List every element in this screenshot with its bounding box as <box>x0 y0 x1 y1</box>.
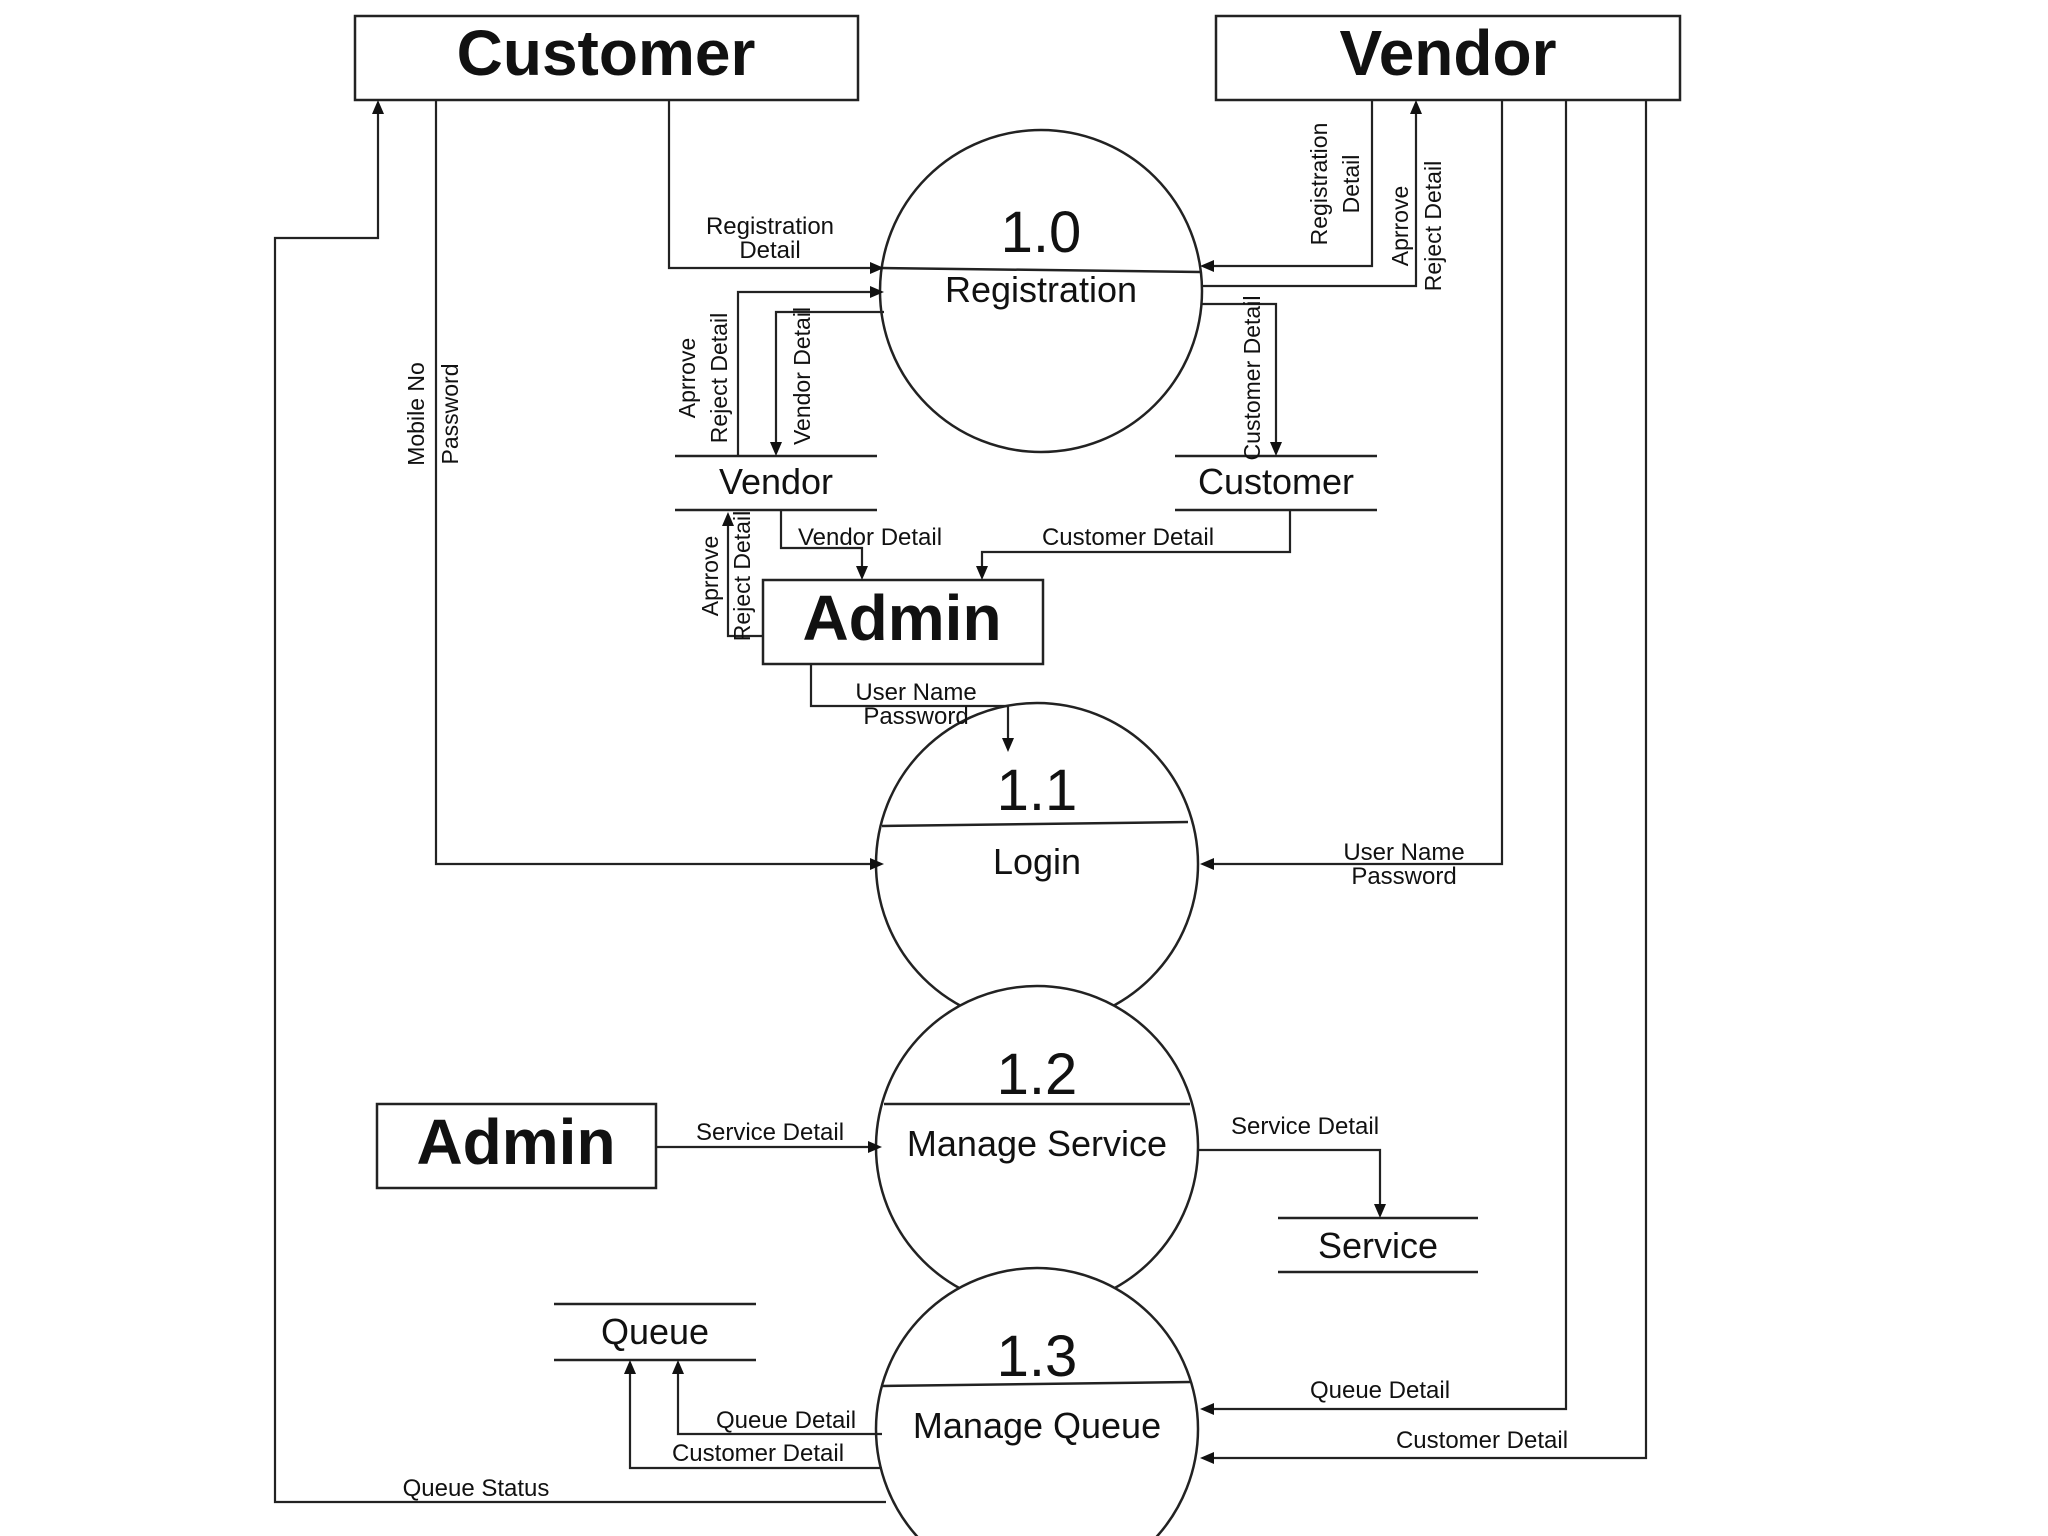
flow-admin-store-vendor: Aprrove Reject Detail <box>697 511 763 641</box>
store-customer-label: Customer <box>1198 461 1354 502</box>
arrowhead <box>672 1360 684 1374</box>
flow-label-line2: Password <box>437 364 463 465</box>
store-queue[interactable]: Queue <box>554 1302 756 1362</box>
arrowhead <box>1200 858 1214 870</box>
entity-customer-top[interactable]: Customer <box>353 14 860 102</box>
flow-label-line1: Mobile No <box>403 362 429 466</box>
flow-label-line2: Reject Detail <box>729 511 755 641</box>
entity-admin-mid-label: Admin <box>802 582 1001 654</box>
process-registration-name: Registration <box>945 269 1137 310</box>
arrowhead <box>770 442 782 456</box>
process-manage-service-name: Manage Service <box>907 1123 1167 1164</box>
process-login-name: Login <box>993 841 1081 882</box>
arrowhead <box>1270 442 1282 456</box>
flow-label: Customer Detail <box>1239 296 1265 461</box>
entity-customer-label: Customer <box>457 17 756 89</box>
process-manage-service-number: 1.2 <box>997 1042 1078 1107</box>
flow-manage-service-store: Service Detail <box>1198 1113 1386 1218</box>
arrowhead <box>1374 1204 1386 1218</box>
flow-label-line2: Detail <box>739 237 800 264</box>
flow-registration-vendor-approve: Aprrove Reject Detail <box>1202 100 1446 291</box>
flow-vendor-manage-queue-customer: Customer Detail <box>1200 100 1648 1464</box>
flow-label-line2: Password <box>863 703 968 730</box>
flow-manage-queue-customer-status: Queue Status <box>273 100 886 1504</box>
process-manage-service[interactable]: 1.2 Manage Service <box>874 984 1200 1310</box>
flow-label-line1: Aprrove <box>674 338 700 419</box>
flow-label-line1: Aprrove <box>697 536 723 617</box>
flow-store-vendor-registration: Aprrove Reject Detail <box>674 286 884 456</box>
flow-label: Queue Detail <box>716 1407 856 1434</box>
flow-label: Service Detail <box>1231 1113 1379 1140</box>
store-queue-label: Queue <box>601 1311 709 1352</box>
store-customer[interactable]: Customer <box>1175 454 1377 512</box>
flow-label-line1: Registration <box>1306 123 1332 246</box>
arrowhead <box>976 566 988 580</box>
flow-vendor-manage-queue-queue: Queue Detail <box>1200 100 1568 1415</box>
store-vendor[interactable]: Vendor <box>675 454 877 512</box>
entity-vendor-top[interactable]: Vendor <box>1214 14 1682 102</box>
entity-admin-bottom-label: Admin <box>416 1106 615 1178</box>
process-registration-number: 1.0 <box>1001 200 1082 265</box>
store-service[interactable]: Service <box>1278 1216 1478 1274</box>
flow-label-line1: Aprrove <box>1387 186 1413 267</box>
arrowhead <box>372 100 384 114</box>
flow-label-line1: User Name <box>855 679 976 706</box>
process-manage-queue-number: 1.3 <box>997 1324 1078 1389</box>
arrowhead <box>1200 1403 1214 1415</box>
flow-admin-login: User Name Password <box>809 664 1014 752</box>
flow-label: Customer Detail <box>1042 524 1214 551</box>
store-service-label: Service <box>1318 1225 1438 1266</box>
flow-label-line2: Reject Detail <box>1420 161 1446 291</box>
flow-customer-registration: Registration Detail <box>667 100 884 274</box>
flow-label: Customer Detail <box>1396 1427 1568 1454</box>
flow-registration-store-vendor: Vendor Detail <box>770 307 884 456</box>
arrowhead <box>624 1360 636 1374</box>
flow-store-vendor-admin: Vendor Detail <box>779 510 942 580</box>
store-vendor-label: Vendor <box>719 461 833 502</box>
arrowhead <box>1200 1452 1214 1464</box>
process-registration[interactable]: 1.0 Registration <box>878 128 1204 454</box>
process-manage-queue[interactable]: 1.3 Manage Queue <box>874 1266 1200 1536</box>
arrowhead <box>1200 260 1214 272</box>
flow-label: Vendor Detail <box>798 524 942 551</box>
arrowhead <box>868 1141 882 1153</box>
entity-vendor-label: Vendor <box>1340 17 1557 89</box>
flow-vendor-registration: Registration Detail <box>1200 100 1374 272</box>
arrowhead <box>870 858 884 870</box>
flow-label-line1: User Name <box>1343 839 1464 866</box>
arrowhead <box>722 512 734 526</box>
flow-vendor-login: User Name Password <box>1200 100 1504 890</box>
process-login-number: 1.1 <box>997 758 1078 823</box>
arrowhead <box>1410 100 1422 114</box>
arrowhead <box>1002 738 1014 752</box>
flow-label: Customer Detail <box>672 1440 844 1467</box>
arrowhead <box>870 286 884 298</box>
flow-label-line1: Registration <box>706 213 834 240</box>
entity-admin-bottom[interactable]: Admin <box>375 1102 658 1190</box>
flow-label: Queue Status <box>403 1475 550 1502</box>
flow-registration-store-customer: Customer Detail <box>1202 296 1282 461</box>
process-manage-queue-name: Manage Queue <box>913 1405 1161 1446</box>
arrowhead <box>870 262 884 274</box>
flow-label-line2: Detail <box>1338 155 1364 214</box>
flow-label-line2: Password <box>1351 863 1456 890</box>
flow-label: Queue Detail <box>1310 1377 1450 1404</box>
arrowhead <box>856 566 868 580</box>
flow-manage-queue-store-queue: Queue Detail <box>672 1360 882 1436</box>
process-login[interactable]: 1.1 Login <box>874 701 1200 1027</box>
entity-admin-mid[interactable]: Admin <box>761 578 1045 666</box>
flow-label-line2: Reject Detail <box>706 313 732 443</box>
flow-admin-manage-service: Service Detail <box>656 1119 882 1153</box>
flow-store-customer-admin: Customer Detail <box>976 510 1292 580</box>
flow-label: Service Detail <box>696 1119 844 1146</box>
flow-manage-queue-store-customer: Customer Detail <box>624 1360 882 1470</box>
flow-label: Vendor Detail <box>789 307 815 445</box>
flow-customer-login: Mobile No Password <box>403 100 884 870</box>
